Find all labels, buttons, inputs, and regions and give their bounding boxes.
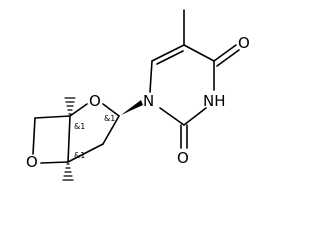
bond-n3-c2 xyxy=(183,107,207,126)
hashed-bond-c3prime-h xyxy=(62,163,74,181)
bond-n1-c6 xyxy=(149,60,153,93)
atom-o-carbonyl-lower: O xyxy=(177,149,189,167)
bond-c2prime-c1prime xyxy=(102,115,120,145)
bond-o-oxetane-c3prime xyxy=(40,161,69,164)
bond-c2-n1 xyxy=(159,107,185,126)
atom-o-carbonyl-upper: O xyxy=(238,34,250,52)
stereo-label-c4prime: &1 xyxy=(74,122,85,131)
bond-c4prime-ch2 xyxy=(34,115,71,119)
bond-c3prime-c2prime xyxy=(67,143,104,163)
atom-n-glycosidic: N xyxy=(143,92,154,110)
bond-c6-c5 xyxy=(151,44,185,62)
atom-nh-imide: NH xyxy=(203,92,226,110)
atom-o-furanose: O xyxy=(89,92,101,110)
stereo-label-c1prime: &1 xyxy=(104,114,115,123)
bond-c1prime-o4prime xyxy=(102,103,120,117)
bond-c6-c5-double xyxy=(156,50,184,65)
wedge-bond-n1-c1prime xyxy=(121,100,143,115)
bond-c4-o-carbonyl xyxy=(213,44,237,62)
bond-c4prime-c3prime xyxy=(67,115,71,163)
bond-c4-o-carbonyl-double xyxy=(216,49,240,67)
bond-o4prime-c4prime xyxy=(69,103,88,117)
hashed-bond-c4prime-h xyxy=(64,97,76,115)
chemical-structure-diagram: O N NH O O O &1 &1 &1 xyxy=(26,9,250,181)
atom-o-oxetane: O xyxy=(26,153,38,171)
stereo-label-c3prime: &1 xyxy=(74,151,85,160)
bond-c5-c4 xyxy=(183,44,215,62)
bond-ch2-o-oxetane xyxy=(32,117,36,155)
